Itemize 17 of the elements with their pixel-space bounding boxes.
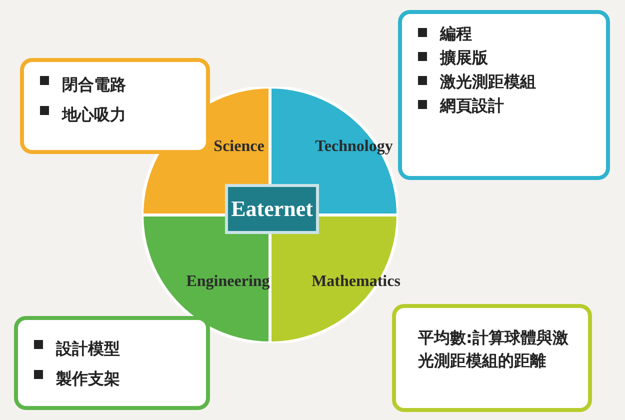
bullet-item: 編程 <box>416 22 592 46</box>
note-box <box>392 304 592 412</box>
quadrant-segment <box>142 215 270 343</box>
quadrant-segment <box>270 215 398 343</box>
note-text: 平均數:計算球體與激光測距模組的距離 <box>416 327 570 372</box>
bullet-item: 網頁設計 <box>416 94 592 118</box>
note-box <box>14 316 210 410</box>
bullet-item: 地心吸力 <box>38 100 192 130</box>
note-box <box>20 58 210 154</box>
center-box: Eaternet <box>225 184 319 234</box>
bullet-item: 激光測距模組 <box>416 70 592 94</box>
bullet-item: 設計模型 <box>32 334 192 364</box>
bullet-item: 閉合電路 <box>38 70 192 100</box>
note-box <box>398 10 610 180</box>
bullet-item: 製作支架 <box>32 364 192 394</box>
bullet-item: 擴展版 <box>416 46 592 70</box>
quadrant-label: Science <box>214 138 264 156</box>
